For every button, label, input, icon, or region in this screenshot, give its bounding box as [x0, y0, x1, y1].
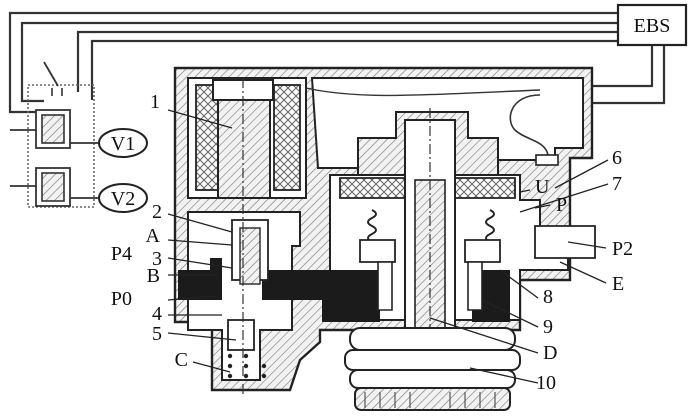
label-chamber-p: P — [556, 194, 567, 216]
label-part-5: 5 — [152, 323, 162, 345]
chamber-labels: A B C D E U P — [146, 176, 625, 371]
label-part-7: 7 — [612, 173, 622, 195]
label-part-2: 2 — [152, 201, 162, 223]
label-part-10: 10 — [536, 372, 556, 394]
v1-label: V1 — [111, 133, 135, 155]
valve-v2-symbol: V2 — [98, 183, 148, 213]
label-port-p2: P2 — [612, 238, 633, 260]
valve-v1-symbol: V1 — [98, 128, 148, 158]
valve-housing — [173, 66, 596, 410]
label-part-9: 9 — [543, 316, 553, 338]
leader-lines — [167, 109, 609, 384]
label-port-p0: P0 — [111, 288, 132, 310]
part-labels: 1 2 3 4 5 6 7 8 9 10 — [150, 91, 622, 394]
wiring-harness — [8, 11, 666, 114]
label-chamber-b: B — [147, 265, 160, 287]
label-port-p4: P4 — [111, 243, 132, 265]
label-chamber-d: D — [543, 342, 557, 364]
label-part-6: 6 — [612, 147, 622, 169]
label-part-8: 8 — [543, 286, 553, 308]
ebs-controller-box: EBS — [616, 3, 688, 47]
label-chamber-a: A — [146, 225, 161, 247]
solenoid-valve-assembly — [10, 61, 100, 208]
label-chamber-e: E — [612, 273, 624, 295]
ebs-label: EBS — [634, 15, 671, 37]
v2-label: V2 — [111, 188, 135, 210]
label-chamber-c: C — [175, 349, 188, 371]
label-part-1: 1 — [150, 91, 160, 113]
port-labels: P0 P2 P4 — [111, 238, 633, 310]
label-part-4: 4 — [152, 303, 162, 325]
label-part-3: 3 — [152, 248, 162, 270]
label-chamber-u: U — [535, 176, 550, 198]
exhaust-silencer — [344, 327, 521, 411]
